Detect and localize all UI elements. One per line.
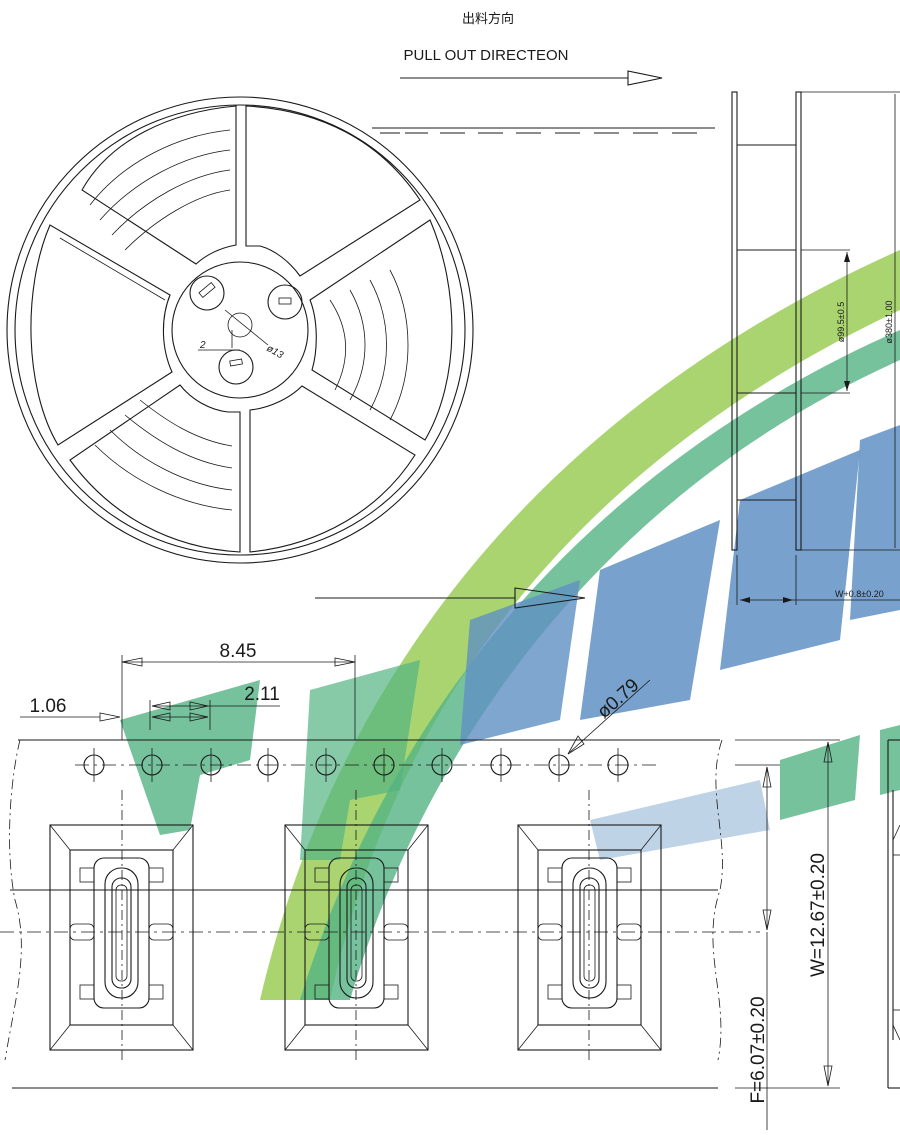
- sprocket-hole: [141, 748, 163, 782]
- hub-hole-3: [218, 349, 254, 385]
- sprocket-hole: [490, 748, 512, 782]
- sprocket-hole: [607, 748, 629, 782]
- key-dim-label: 2: [199, 340, 206, 351]
- pitch-dim-label: 8.45: [220, 641, 257, 662]
- direction-arrow-top: [400, 70, 663, 86]
- tape-pocket-3: [517, 790, 662, 1060]
- watermark-logo: [120, 250, 900, 1000]
- hub-hole-dim-label: ø13: [265, 343, 286, 361]
- reel-hub: [171, 261, 309, 399]
- sprocket-hole: [257, 748, 279, 782]
- direction-en-label: PULL OUT DIRECTEON: [403, 47, 568, 64]
- sprocket-hole: [431, 748, 453, 782]
- tape-pocket-2: [284, 790, 429, 1060]
- reel-front-view: 2 ø13: [6, 96, 715, 564]
- center-hole: [227, 312, 253, 338]
- tape-width-label: W=12.67±0.20: [808, 853, 829, 977]
- hub-hole-2: [267, 284, 303, 320]
- reel-window-left: [30, 224, 173, 446]
- carrier-tape: [0, 739, 760, 1089]
- sprocket-hole: [373, 748, 395, 782]
- outer-diameter-label: ø380±1.00: [884, 301, 894, 344]
- width-dim-label: W+0.8±0.20: [835, 589, 884, 599]
- tape-exit: [372, 127, 715, 134]
- sprocket-hole: [548, 748, 570, 782]
- inner-diameter-label: ø99.5±0.5: [836, 302, 846, 342]
- direction-cn-label: 出料方向: [462, 11, 514, 27]
- hole-pitch-label: 2.11: [244, 684, 280, 705]
- tape-pocket-1: [49, 790, 194, 1060]
- sprocket-hole: [315, 748, 337, 782]
- reel-window-top: [81, 105, 421, 277]
- sprocket-hole: [200, 748, 222, 782]
- hole-offset-label: 1.06: [30, 696, 67, 717]
- reel-side-view: ø99.5±0.5 ø380±1.00 W+0.8±0.20: [731, 91, 900, 605]
- hub-hole-1: [189, 275, 225, 311]
- tape-width-dimensions: W=12.67±0.20 F=6.07±0.20: [735, 739, 840, 1130]
- hole-to-center-label: F=6.07±0.20: [748, 996, 769, 1103]
- reel-window-bottom: [69, 384, 416, 553]
- sprocket-hole: [83, 748, 105, 782]
- tape-side-section: [887, 739, 900, 1089]
- direction-arrow-middle: [315, 587, 586, 609]
- reel-window-right: [309, 219, 453, 441]
